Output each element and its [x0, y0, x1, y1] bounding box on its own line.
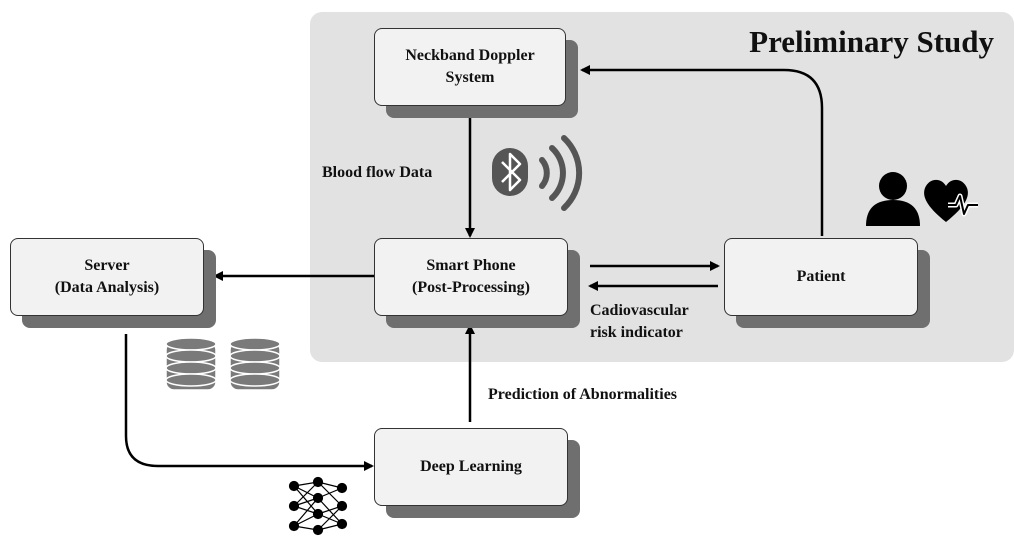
server-label: Server (Data Analysis): [54, 257, 160, 296]
smart-phone-node: Smart Phone (Post-Processing): [374, 238, 568, 316]
risk-indicator-label: Cadiovascular risk indicator: [590, 302, 689, 341]
blood-flow-label: Blood flow Data: [322, 164, 433, 181]
neckband-doppler-label: Neckband Doppler System: [405, 47, 535, 86]
wireless-signal-icon: [539, 135, 583, 211]
smart-phone-label: Smart Phone (Post-Processing): [412, 257, 530, 296]
arrow-server-to-deeplearning: [124, 334, 374, 471]
prediction-label: Prediction of Abnormalities: [488, 386, 678, 403]
deep-learning-node: Deep Learning: [374, 428, 568, 506]
neckband-doppler-node: Neckband Doppler System: [374, 28, 566, 106]
neural-network-icon: [288, 476, 348, 536]
patient-label: Patient: [796, 268, 846, 285]
server-node: Server (Data Analysis): [10, 238, 204, 316]
deep-learning-label: Deep Learning: [420, 458, 522, 475]
database-icon: [229, 337, 281, 391]
heart-rate-icon: [924, 179, 978, 222]
region-title: Preliminary Study: [749, 24, 994, 59]
arrow-patient-to-neckband: [580, 65, 824, 236]
patient-node: Patient: [724, 238, 918, 316]
database-icon: [165, 337, 217, 391]
bluetooth-icon: [492, 148, 528, 196]
person-icon: [866, 172, 920, 226]
